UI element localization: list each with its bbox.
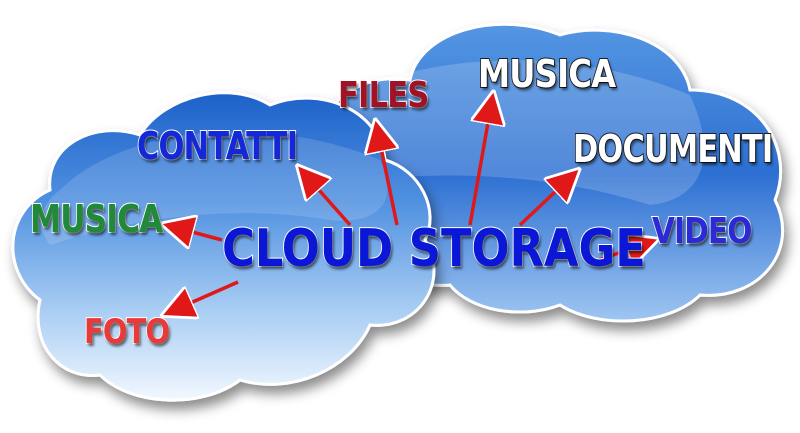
arrow-to-documenti [518,175,573,227]
node-label-files: FILES [337,75,430,116]
arrows [170,100,650,312]
node-label-documenti: DOCUMENTI [572,127,774,171]
node-label-video: VIDEO [651,211,753,252]
arrow-to-musica-left [170,226,223,240]
node-label-foto: FOTO [83,312,171,352]
arrow-to-musica-top [468,100,492,226]
node-label-musica-left: MUSICA [29,197,164,241]
arrow-to-foto [170,280,239,312]
arrow-to-contatti [303,172,352,227]
arrow-to-files [377,128,397,226]
arrow-to-video [592,242,650,262]
node-label-contatti: CONTATTI [136,124,299,168]
center-label: CLOUD STORAGE [221,219,646,279]
node-label-musica-top: MUSICA [477,52,617,96]
